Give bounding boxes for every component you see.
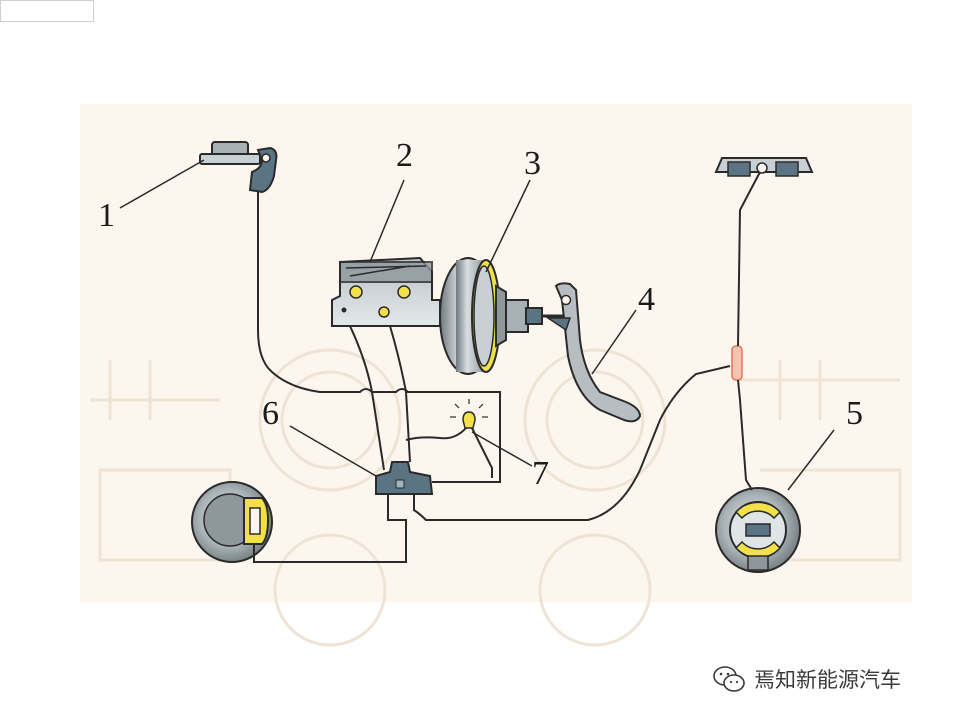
- brake-lines: [253, 171, 761, 563]
- part-5-rear-brake: [715, 487, 801, 573]
- label-leaders: [119, 159, 835, 491]
- label-5: 5: [846, 395, 863, 432]
- label-2: 2: [396, 137, 413, 174]
- label-7: 7: [532, 455, 549, 492]
- label-6: 6: [262, 395, 279, 432]
- part-7-warning-lamp: [450, 399, 488, 429]
- part-3-vacuum-booster: [439, 257, 566, 375]
- cable-fitting: [731, 345, 743, 381]
- label-1: 1: [98, 197, 115, 234]
- watermark-text: 焉知新能源汽车: [754, 668, 901, 692]
- corner-tab: [0, 0, 94, 22]
- part-4-brake-pedal: [545, 282, 642, 423]
- part-1-sensor: [199, 141, 278, 194]
- part-6-pressure-valve: [375, 461, 434, 495]
- part-2-master-cylinder: [331, 256, 441, 327]
- wechat-icon: [713, 666, 745, 692]
- label-4: 4: [638, 281, 655, 318]
- label-3: 3: [524, 145, 541, 182]
- front-brake-disc: [191, 481, 273, 563]
- watermark: 焉知新能源汽车: [712, 662, 901, 696]
- part-handbrake-bracket: [714, 157, 814, 177]
